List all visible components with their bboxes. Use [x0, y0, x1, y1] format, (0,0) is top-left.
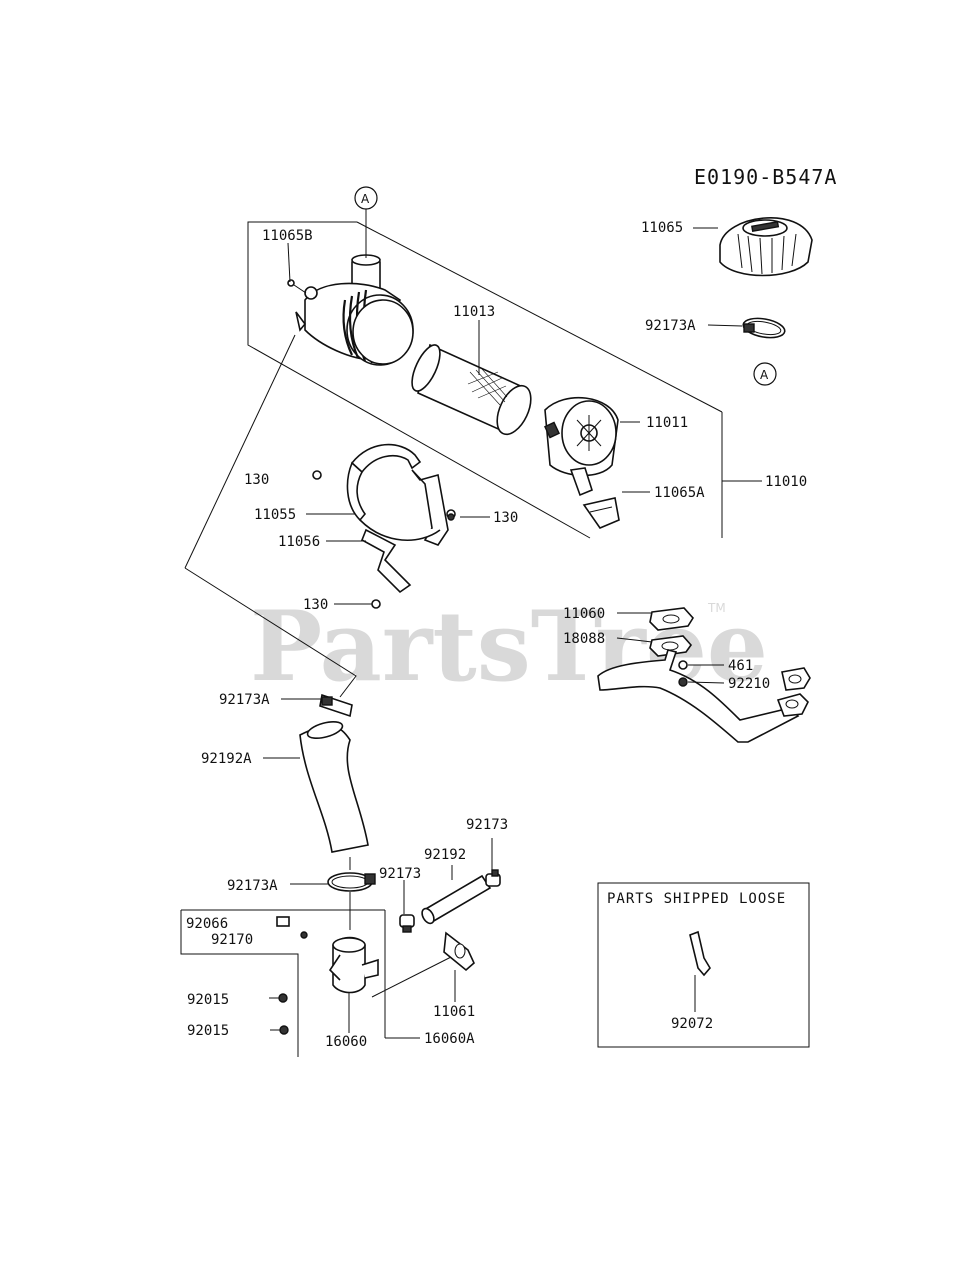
leader-lines: [263, 209, 743, 1033]
label-18088: 18088: [563, 631, 605, 647]
label-130-a: 130: [244, 472, 269, 488]
hose-92192A-icon: [299, 720, 369, 853]
nut-130-icon: [447, 513, 455, 521]
parts-shipped-loose-box: PARTS SHIPPED LOOSE: [597, 882, 810, 1048]
ref-marker-right: A: [753, 362, 777, 386]
fitting-92066-icon: [276, 916, 308, 939]
label-11065: 11065: [641, 220, 683, 236]
air-cleaner-cover-icon: [544, 396, 619, 497]
hose-clamp-mid-icon: [319, 693, 353, 718]
hose-clamp-top-icon: [742, 317, 786, 339]
washer-nut-icon: [678, 660, 688, 687]
nut-92015-b-icon: [279, 1025, 289, 1035]
label-16060: 16060: [325, 1034, 367, 1050]
label-11011: 11011: [646, 415, 688, 431]
label-11013: 11013: [453, 304, 495, 320]
part-labels: 11065 92173A 11065B 11013 11011 11065A 1…: [186, 220, 807, 1050]
label-92170: 92170: [211, 932, 253, 948]
hose-clamp-low-icon: [327, 872, 376, 892]
bracket-11056-icon: [360, 528, 412, 609]
gasket-11061-icon: [443, 931, 475, 972]
diagram-code: E0190-B547A: [694, 165, 837, 189]
filter-element-icon: [411, 320, 532, 436]
mounting-band-icon: [312, 443, 456, 546]
air-cleaner-housing-icon: [295, 254, 414, 366]
svg-text:A: A: [760, 368, 769, 382]
bolt-11065B-icon: [287, 279, 307, 294]
clamp-92173-right-icon: [485, 869, 501, 887]
label-11056: 11056: [278, 534, 320, 550]
label-92210: 92210: [728, 676, 770, 692]
label-92072: 92072: [671, 1016, 713, 1032]
label-92173A-low: 92173A: [227, 878, 278, 894]
label-11055: 11055: [254, 507, 296, 523]
label-11065A: 11065A: [654, 485, 705, 501]
label-92173A-mid: 92173A: [219, 692, 270, 708]
gasket-11060-icon: [649, 607, 694, 631]
label-11065B: 11065B: [262, 228, 313, 244]
lower-bracket-lines: [180, 857, 456, 1057]
pre-cleaner-cap-icon: [719, 217, 813, 277]
label-92015-a: 92015: [187, 992, 229, 1008]
evacuator-valve-icon: [582, 497, 620, 529]
clamp-92173-mid-icon: [399, 914, 415, 933]
nut-92015-a-icon: [278, 993, 288, 1003]
svg-text:A: A: [361, 192, 370, 206]
label-92173A-top: 92173A: [645, 318, 696, 334]
label-92192: 92192: [424, 847, 466, 863]
parts-shipped-loose-title: PARTS SHIPPED LOOSE: [607, 891, 786, 907]
intake-pipe-icon: [597, 649, 811, 743]
label-11061: 11061: [433, 1004, 475, 1020]
label-461: 461: [728, 658, 753, 674]
label-92015-b: 92015: [187, 1023, 229, 1039]
label-130-c: 130: [303, 597, 328, 613]
label-130-b: 130: [493, 510, 518, 526]
label-92173-right: 92173: [466, 817, 508, 833]
label-11060: 11060: [563, 606, 605, 622]
label-92066: 92066: [186, 916, 228, 932]
watermark-trademark: TM: [707, 601, 726, 615]
label-11010: 11010: [765, 474, 807, 490]
hose-92192-icon: [421, 874, 492, 925]
gasket-18088-icon: [649, 635, 693, 657]
ref-marker-top: A: [354, 186, 378, 210]
label-92173-mid: 92173: [379, 866, 421, 882]
label-92192A: 92192A: [201, 751, 252, 767]
pipe-16060-icon: [328, 936, 379, 994]
label-16060A: 16060A: [424, 1031, 475, 1047]
assembly-bracket-lines: [184, 221, 762, 698]
